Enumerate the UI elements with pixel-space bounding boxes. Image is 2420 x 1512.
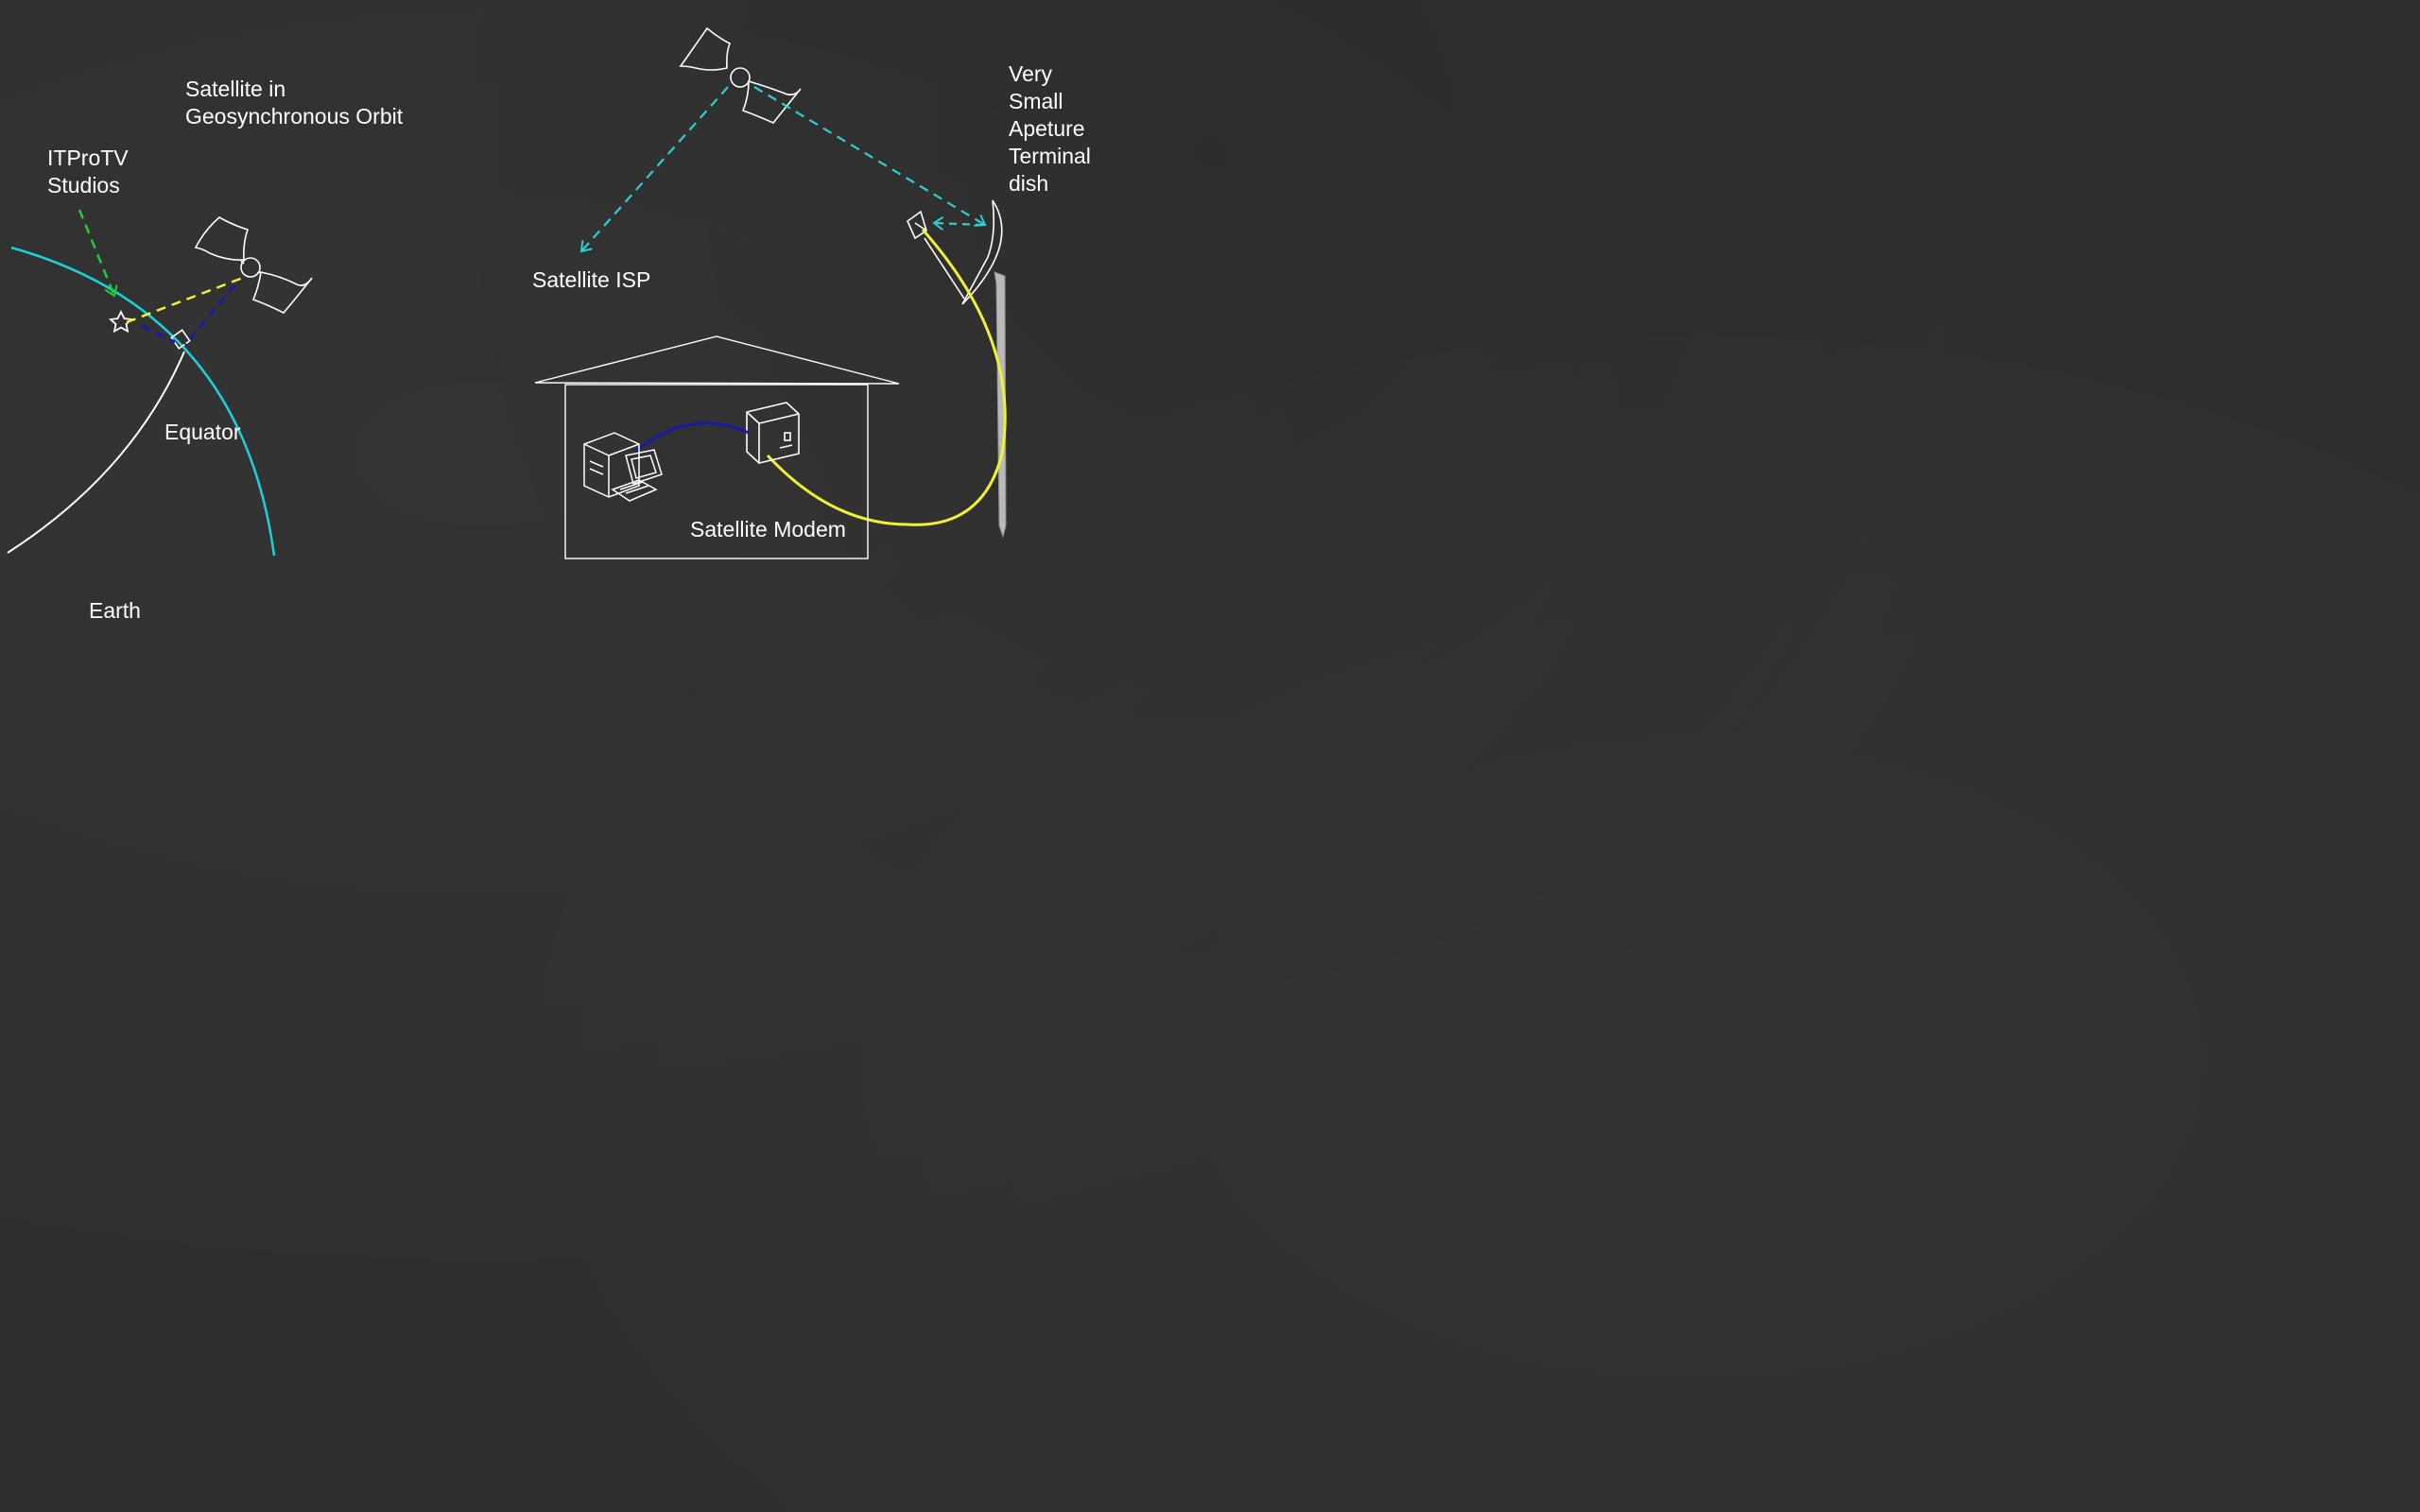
downlink-blue-link — [183, 284, 236, 346]
isp-satellite-icon — [679, 26, 802, 124]
geo-satellite-label: Satellite in Geosynchronous Orbit — [185, 77, 404, 129]
dish-mounting-pole — [994, 271, 1007, 539]
equator-receiver-box-icon — [170, 329, 191, 350]
studio-uplink-arrow — [78, 209, 114, 296]
equator-line — [10, 246, 276, 557]
computer-icon — [583, 432, 663, 502]
earth-outline-curve — [7, 351, 185, 554]
satellite-modem-icon — [746, 402, 800, 464]
uplink-yellow-link — [126, 274, 249, 324]
downlink-blue-link-2 — [141, 324, 176, 344]
geo-satellite-icon — [194, 216, 313, 314]
vsat-dish-icon — [907, 199, 1003, 305]
ethernet-cable — [634, 421, 750, 454]
isp-link-arrow — [581, 86, 729, 251]
itprotv-studios-label: ITProTV Studios — [47, 146, 129, 198]
satellite-modem-label: Satellite Modem — [690, 517, 846, 541]
satellite-isp-label: Satellite ISP — [532, 267, 651, 292]
dish-link-arrow — [753, 86, 985, 225]
vsat-dish-label: Very Small Apeture Terminal dish — [1009, 61, 1091, 196]
coax-cable — [766, 229, 1007, 526]
feedhorn-return-arrow — [934, 223, 984, 225]
ground-station-star-icon — [108, 309, 134, 334]
equator-label: Equator — [164, 420, 241, 444]
earth-label: Earth — [89, 598, 141, 623]
house-outline — [534, 335, 900, 559]
